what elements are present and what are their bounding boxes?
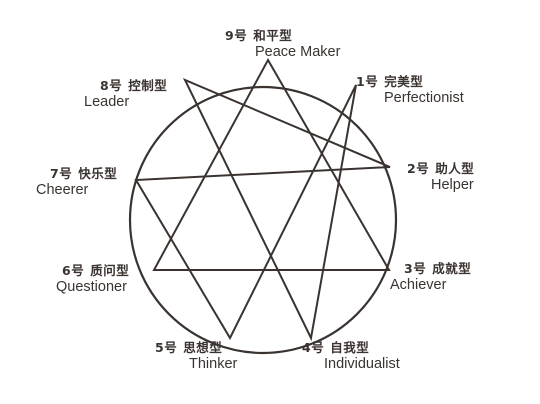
type-1-cn: 1号完美型: [356, 74, 424, 89]
type-8-en: Leader: [84, 93, 130, 110]
type-9-label: 9号和平型 Peace Maker: [225, 28, 341, 60]
type-1-en: Perfectionist: [384, 89, 464, 106]
type-6-cn: 6号质问型: [62, 263, 130, 278]
type-2-en: Helper: [431, 176, 474, 193]
type-1-label: 1号完美型 Perfectionist: [356, 74, 464, 106]
enneagram-circle: [128, 85, 398, 355]
type-8-cn: 8号控制型: [100, 78, 168, 93]
enneagram-hexad: [134, 78, 391, 342]
type-5-cn: 5号思想型: [155, 340, 223, 355]
type-7-en: Cheerer: [36, 181, 89, 198]
type-7-label: 7号快乐型 Cheerer: [36, 166, 118, 197]
type-3-en: Achiever: [390, 276, 447, 293]
type-4-label: 4号自我型 Individualist: [302, 340, 400, 372]
type-9-en: Peace Maker: [255, 43, 341, 60]
type-6-label: 6号质问型 Questioner: [56, 263, 130, 294]
type-9-cn: 9号和平型: [225, 28, 293, 43]
type-4-cn: 4号自我型: [302, 340, 370, 355]
type-5-en: Thinker: [189, 355, 238, 372]
type-2-label: 2号助人型 Helper: [407, 161, 475, 193]
type-3-label: 3号成就型 Achiever: [390, 261, 472, 292]
type-2-cn: 2号助人型: [407, 161, 475, 176]
type-7-cn: 7号快乐型: [50, 166, 118, 181]
type-8-label: 8号控制型 Leader: [84, 78, 168, 109]
type-4-en: Individualist: [324, 355, 400, 372]
type-6-en: Questioner: [56, 278, 127, 295]
type-3-cn: 3号成就型: [404, 261, 472, 276]
enneagram-triangle: [152, 57, 391, 271]
type-5-label: 5号思想型 Thinker: [155, 340, 238, 372]
